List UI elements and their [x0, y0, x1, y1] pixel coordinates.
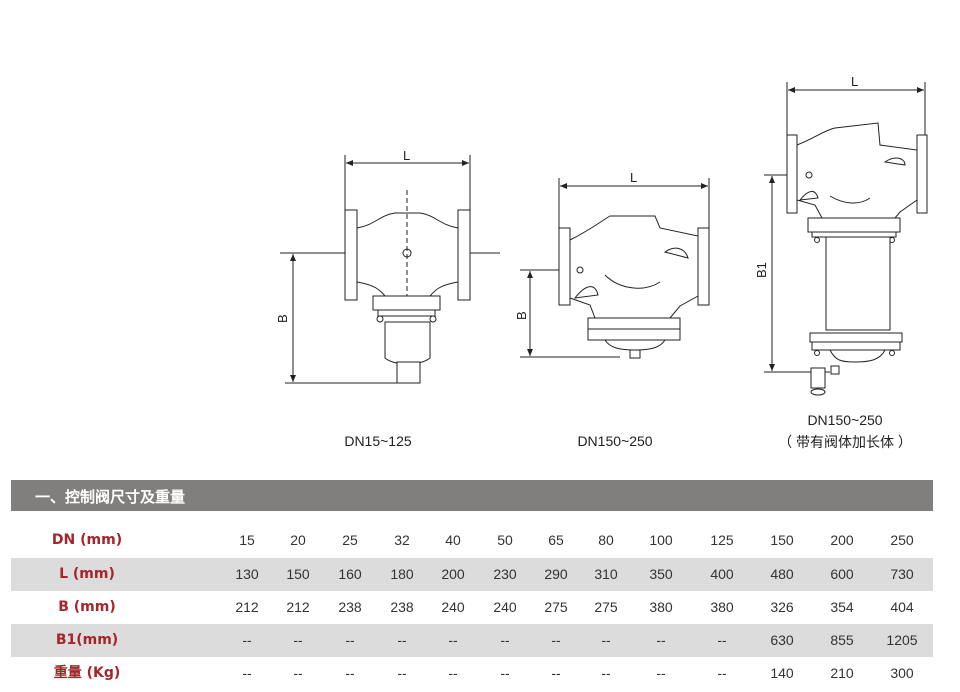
table-cell: 140	[770, 665, 794, 681]
dim-label-b1-3: B1	[754, 262, 769, 278]
dim-label-l-2: L	[630, 170, 637, 185]
valve-diagram-dn150-250-extended	[764, 82, 928, 396]
table-cell: 25	[342, 532, 358, 548]
table-cell: 630	[770, 632, 794, 648]
table-cell: 15	[239, 532, 255, 548]
table-cell: 20	[290, 532, 306, 548]
table-cell: 150	[770, 532, 794, 548]
table-cell: 326	[770, 599, 794, 615]
table-cell: 855	[830, 632, 854, 648]
diagram-caption-3: DN150~250	[807, 412, 883, 428]
table-cell: 40	[445, 532, 461, 548]
table-cell: 125	[710, 532, 734, 548]
diagram-caption-2: DN150~250	[577, 433, 653, 449]
table-cell: --	[656, 632, 666, 648]
table-cell: --	[500, 665, 510, 681]
table-cell: --	[500, 632, 510, 648]
table-cell: --	[717, 632, 727, 648]
table-cell: 230	[493, 566, 517, 582]
table-cell: 600	[830, 566, 854, 582]
table-cell: 290	[544, 566, 568, 582]
table-cell: 730	[890, 566, 914, 582]
table-cell: 240	[493, 599, 517, 615]
table-cell: --	[601, 665, 611, 681]
table-cell: 354	[830, 599, 854, 615]
table-row: B (mm) 212 212 238 238 240 240 275 275 380 380 326 3…	[11, 591, 933, 624]
table-cell: 404	[890, 599, 914, 615]
table-cell: --	[242, 632, 252, 648]
table-cell: --	[448, 665, 458, 681]
valve-diagrams: L B L B L B1	[275, 74, 928, 396]
row-label-text: B1(mm)	[55, 632, 119, 648]
table-cell: --	[293, 632, 303, 648]
table-cell: --	[345, 665, 355, 681]
table-row: B1(mm) -- -- -- -- -- -- -- -- -- -- 630 855 1205	[11, 624, 933, 657]
diagram-caption-3-note: （ 带有阀体加长体 ）	[778, 434, 912, 450]
table-cell: 380	[710, 599, 734, 615]
dim-label-l-3: L	[851, 74, 858, 89]
table-cell: 32	[394, 532, 410, 548]
table-cell: 65	[548, 532, 564, 548]
table-cell: --	[551, 665, 561, 681]
table-cell: 380	[649, 599, 673, 615]
table-cell: 212	[235, 599, 259, 615]
row-label-text: 重量 (Kg)	[53, 665, 121, 681]
table-cell: 300	[890, 665, 914, 681]
table-cell: --	[293, 665, 303, 681]
table-cell: --	[242, 665, 252, 681]
table-cell: --	[656, 665, 666, 681]
table-cell: 80	[598, 532, 614, 548]
table-cell: 480	[770, 566, 794, 582]
table-cell: 212	[286, 599, 310, 615]
table-cell: 400	[710, 566, 734, 582]
row-label-text: B (mm)	[58, 599, 116, 615]
table-cell: --	[345, 632, 355, 648]
table-cell: --	[551, 632, 561, 648]
table-row: DN (mm) 15 20 25 32 40 50 65 80 100 125 150 200 250	[11, 524, 933, 557]
diagram-caption-1: DN15~125	[344, 433, 412, 449]
table-cell: 310	[594, 566, 618, 582]
table-cell: 160	[338, 566, 362, 582]
table-cell: 240	[441, 599, 465, 615]
table-cell: 250	[890, 532, 914, 548]
table-cell: --	[397, 665, 407, 681]
section-header: 一、控制阀尺寸及重量	[11, 480, 933, 511]
table-cell: 200	[830, 532, 854, 548]
table-cell: 275	[544, 599, 568, 615]
table-cell: 238	[338, 599, 362, 615]
table-cell: 350	[649, 566, 673, 582]
table-cell: 238	[390, 599, 414, 615]
table-cell: 1205	[886, 632, 918, 648]
section-title: 一、控制阀尺寸及重量	[35, 488, 186, 506]
table-cell: --	[448, 632, 458, 648]
table-cell: 150	[286, 566, 310, 582]
table-cell: --	[717, 665, 727, 681]
row-label-text: L (mm)	[59, 566, 115, 582]
table-cell: 275	[594, 599, 618, 615]
table-cell: --	[601, 632, 611, 648]
valve-diagram-dn15-125	[280, 155, 500, 384]
dim-label-b-2: B	[514, 311, 529, 320]
table-row: L (mm) 130 150 160 180 200 230 290 310 350 400 480 6…	[11, 558, 933, 591]
table-cell: 180	[390, 566, 414, 582]
row-label-text: DN (mm)	[51, 532, 123, 548]
table-row: 重量 (Kg) -- -- -- -- -- -- -- -- -- -- 140 210 300	[11, 657, 933, 690]
dim-label-b-1: B	[275, 314, 290, 323]
dim-label-l-1: L	[403, 148, 410, 163]
table-cell: 130	[235, 566, 259, 582]
valve-diagram-dn150-250	[520, 178, 710, 359]
table-cell: 200	[441, 566, 465, 582]
table-cell: 50	[497, 532, 513, 548]
table-cell: --	[397, 632, 407, 648]
table-cell: 210	[830, 665, 854, 681]
table-cell: 100	[649, 532, 673, 548]
